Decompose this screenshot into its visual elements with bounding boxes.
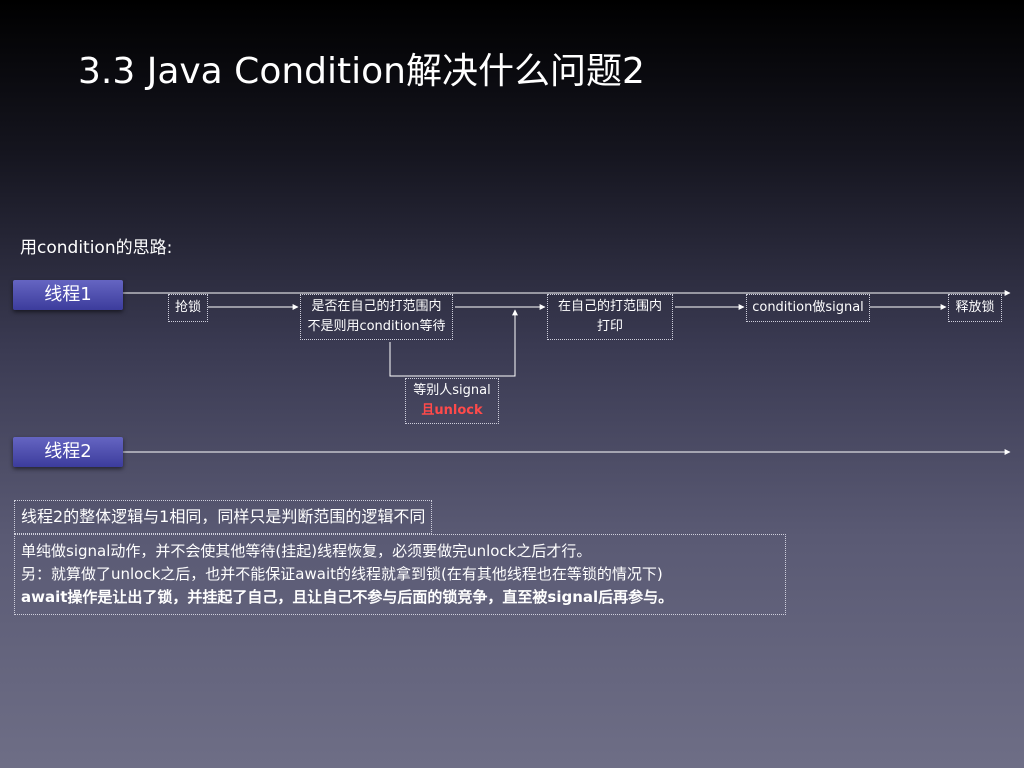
slide-title: 3.3 Java Condition解决什么问题2 bbox=[78, 51, 645, 92]
wait-line1: 等别人signal bbox=[413, 383, 491, 398]
summary-box: 线程2的整体逻辑与1相同，同样只是判断范围的逻辑不同 bbox=[14, 500, 433, 534]
wait-signal-box: 等别人signal 且unlock bbox=[405, 378, 499, 424]
note-line-3: await操作是让出了锁，并挂起了自己，且让自己不参与后面的锁竞争，直至被sig… bbox=[21, 588, 674, 606]
wait-loop bbox=[389, 309, 518, 377]
note-line-2: 另：就算做了unlock之后，也并不能保证await的线程就拿到锁(在有其他线程… bbox=[21, 565, 663, 583]
note-line-1: 单纯做signal动作，并不会使其他等待(挂起)线程恢复，必须要做完unlock… bbox=[21, 542, 592, 560]
notes-box: 单纯做signal动作，并不会使其他等待(挂起)线程恢复，必须要做完unlock… bbox=[14, 534, 786, 615]
check-range-box: 是否在自己的打范围内 不是则用condition等待 bbox=[300, 294, 453, 340]
release-lock-text: 释放锁 bbox=[955, 300, 995, 315]
check-range-line1: 是否在自己的打范围内 bbox=[311, 299, 442, 314]
wait-line2: 且unlock bbox=[421, 403, 483, 418]
thread2-label: 线程2 bbox=[13, 437, 123, 467]
grab-lock-text: 抢锁 bbox=[174, 300, 201, 315]
summary-text: 线程2的整体逻辑与1相同，同样只是判断范围的逻辑不同 bbox=[21, 507, 426, 526]
grab-lock-box: 抢锁 bbox=[168, 294, 208, 322]
print-line2: 打印 bbox=[596, 319, 623, 334]
signal-text: condition做signal bbox=[752, 300, 864, 315]
intro-text: 用condition的思路: bbox=[20, 238, 173, 258]
thread1-label: 线程1 bbox=[13, 280, 123, 310]
print-box: 在自己的打范围内 打印 bbox=[547, 294, 673, 340]
check-range-line2: 不是则用condition等待 bbox=[307, 319, 446, 334]
print-line1: 在自己的打范围内 bbox=[557, 299, 662, 314]
signal-box: condition做signal bbox=[746, 294, 870, 322]
release-lock-box: 释放锁 bbox=[948, 294, 1002, 322]
